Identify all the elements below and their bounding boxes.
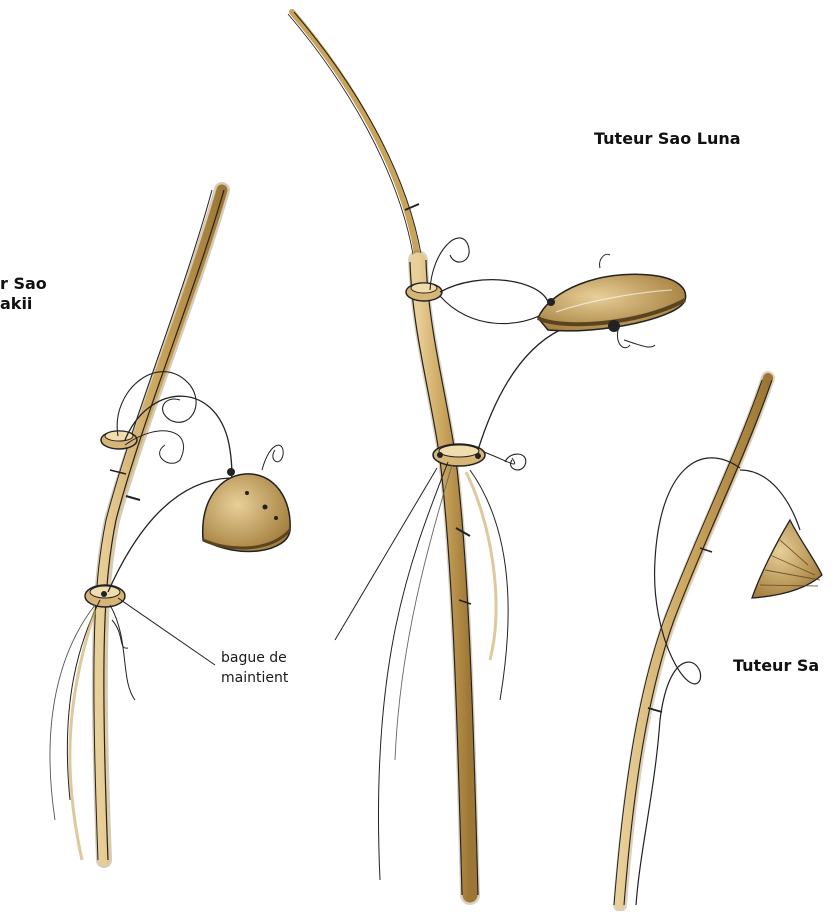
title-left-line2: akii: [0, 293, 32, 315]
callout-line1: bague de: [221, 648, 288, 668]
title-left-line1: r Sao: [0, 273, 47, 295]
callout-line2: maintient: [221, 668, 288, 688]
left-tuteur: [50, 190, 290, 860]
title-sao-luna: Tuteur Sao Luna: [594, 128, 741, 150]
right-tuteur: [614, 378, 822, 905]
title-right: Tuteur Sa: [733, 655, 819, 677]
callout-bague: bague de maintient: [221, 648, 288, 688]
